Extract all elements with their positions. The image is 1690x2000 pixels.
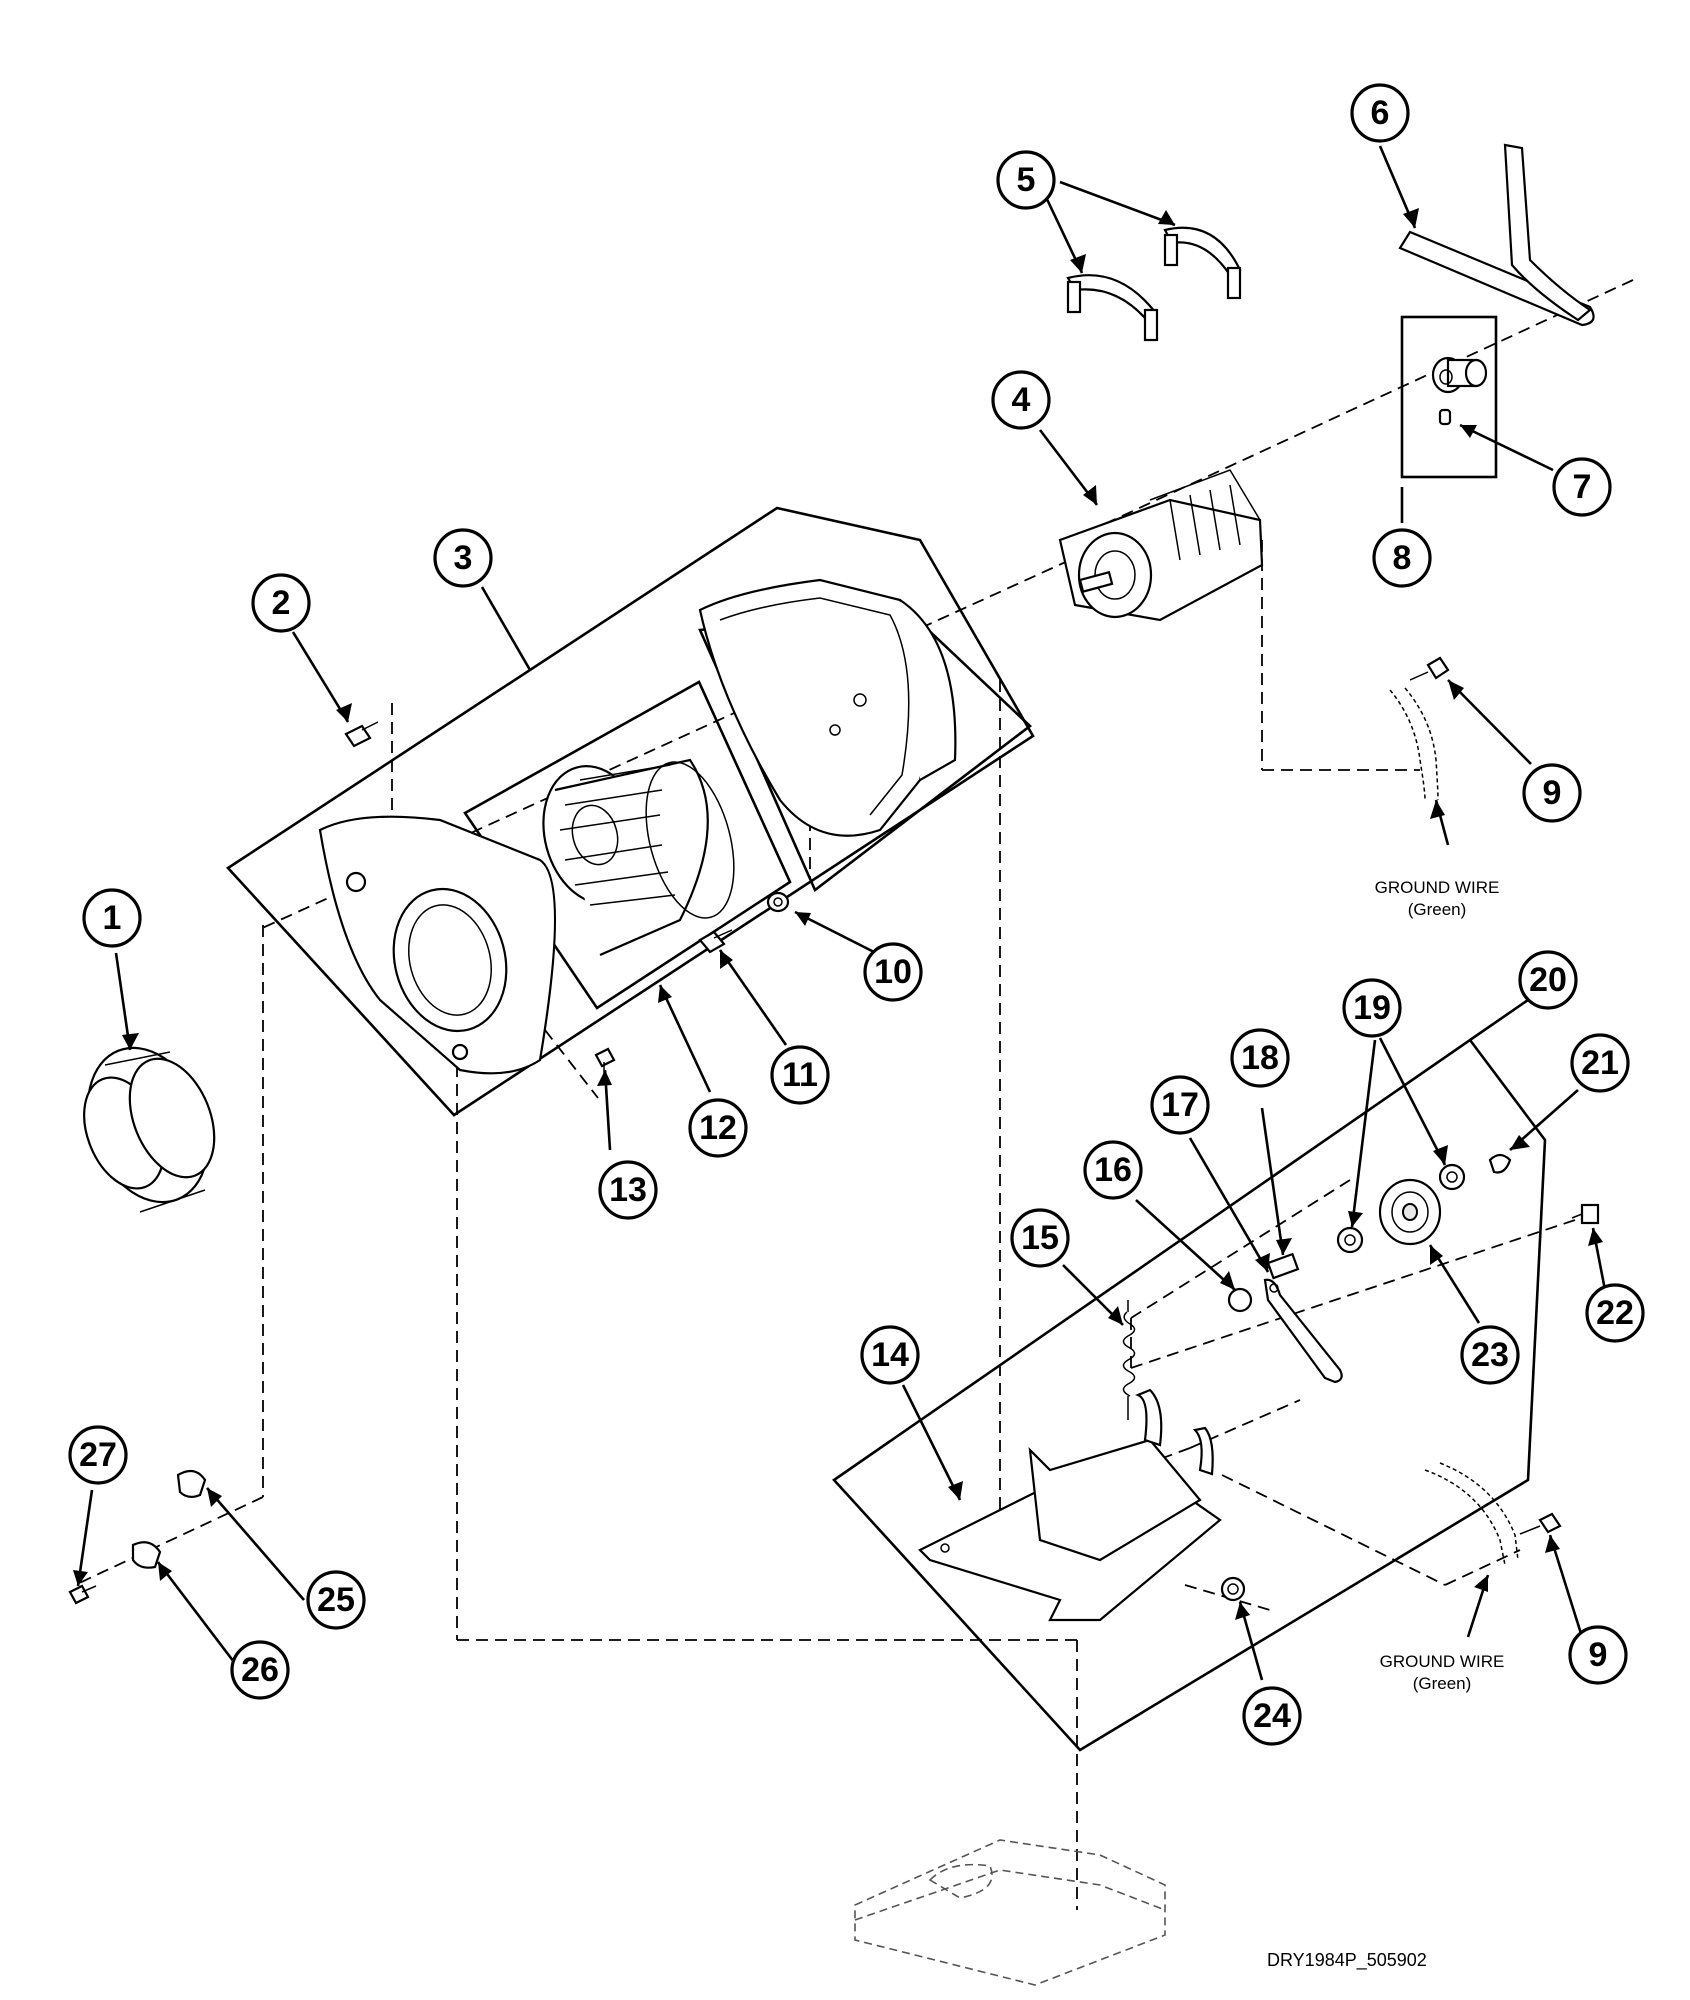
callout-label-17: 17 [1161,1086,1199,1124]
part-washer-19a [1336,1226,1364,1254]
callout-label-27: 27 [79,1436,117,1474]
callout-label-11: 11 [782,1056,818,1094]
callout-label-13: 13 [609,1171,647,1209]
part-motor-clamp-right [1163,226,1242,300]
callout-label-1: 1 [103,899,122,937]
callout-label-19: 19 [1353,989,1391,1027]
callout-13: 13 [598,1160,658,1220]
callout-17: 17 [1150,1075,1210,1135]
callout-23: 23 [1460,1325,1520,1385]
callout-3: 3 [433,528,493,588]
ground-wire-top-color: (Green) [1408,900,1467,919]
part-spacer-16 [1227,1287,1253,1313]
callout-label-4: 4 [1012,381,1031,419]
part-screw-13 [594,1047,616,1082]
callout-label-3: 3 [454,539,473,577]
callout-label-16: 16 [1094,1151,1132,1189]
callout-label-14: 14 [871,1336,909,1374]
callout-22: 22 [1585,1283,1645,1343]
ground-wire-bottom-label: GROUND WIRE [1380,1652,1505,1671]
part-rear-blower-housing [698,578,957,837]
callout-25: 25 [306,1570,366,1630]
part-drive-motor [1058,469,1264,622]
part-bolt-22 [1571,1203,1600,1225]
callout-19: 19 [1342,978,1402,1038]
callout-9-bottom: 9 [1568,1625,1628,1685]
part-motor-pulley [1431,356,1488,394]
callout-8: 8 [1372,528,1432,588]
part-blower-housing-plate [318,815,557,1075]
frame-idler-assembly-group [832,1038,1547,1752]
frame-pulley-group [1400,315,1498,479]
part-set-screw [1438,408,1452,426]
callout-27: 27 [68,1425,128,1485]
callout-label-8: 8 [1393,539,1412,577]
callout-label-22: 22 [1596,1294,1634,1332]
callout-24: 24 [1242,1686,1302,1746]
callout-label-15: 15 [1021,1219,1059,1257]
part-shaft-18 [1266,1252,1300,1280]
part-idler-spring [1122,1300,1136,1420]
callout-18: 18 [1230,1028,1290,1088]
callout-14: 14 [860,1325,920,1385]
part-screw-2 [344,721,379,748]
callout-26: 26 [230,1640,290,1700]
callout-label-23: 23 [1471,1336,1509,1374]
part-washer-19b [1438,1163,1466,1191]
part-clip-25 [176,1469,207,1499]
part-bearing-ring [83,1046,216,1213]
callout-label-24: 24 [1253,1697,1291,1735]
ghost-base-outline [854,1839,1166,1986]
callout-15: 15 [1010,1208,1070,1268]
callout-label-7: 7 [1573,468,1592,506]
part-washer-10 [766,891,790,913]
part-motor-clamp-left [1066,274,1159,342]
part-retainer-21 [1488,1153,1512,1174]
ground-wire-top-label: GROUND WIRE [1375,878,1500,897]
ground-wire-bottom [1424,1462,1562,1566]
callout-4: 4 [991,370,1051,430]
callout-7: 7 [1552,457,1612,517]
callout-5: 5 [996,150,1056,210]
part-bushing-24 [1220,1576,1246,1602]
callout-label-21: 21 [1581,1044,1619,1082]
callout-2: 2 [251,573,311,633]
callout-12: 12 [688,1098,748,1158]
part-drive-belt [1398,143,1595,327]
callout-label-20: 20 [1529,961,1567,999]
frame-blower-housing-group [226,506,1035,1117]
ground-wire-bottom-color: (Green) [1413,1674,1472,1693]
callout-label-12: 12 [699,1109,737,1147]
callout-1: 1 [82,888,142,948]
callout-label-2: 2 [272,584,291,622]
callout-label-5: 5 [1017,161,1036,199]
part-screw-11 [698,929,733,954]
callout-16: 16 [1083,1140,1143,1200]
document-id: DRY1984P_505902 [1267,1950,1427,1971]
part-idler-bracket-14 [918,1388,1222,1622]
callout-21: 21 [1570,1033,1630,1093]
part-idler-arm-17 [1263,1278,1343,1384]
part-blower-impeller [542,758,735,957]
callout-label-10: 10 [874,953,912,991]
callout-label-25: 25 [317,1581,355,1619]
leader-lines [73,145,1607,1681]
callout-label-9-bottom: 9 [1589,1636,1608,1674]
part-screw-27 [68,1584,97,1605]
callout-20: 20 [1518,950,1578,1010]
ground-wire-top [1389,656,1450,801]
part-idler-pulley-23 [1378,1178,1442,1246]
callout-11: 11 [770,1045,830,1105]
callout-label-26: 26 [241,1651,279,1689]
part-nut-26 [131,1541,162,1569]
callout-label-6: 6 [1371,94,1390,132]
callout-6: 6 [1350,83,1410,143]
callout-9-top: 9 [1522,763,1582,823]
callout-label-9-top: 9 [1543,774,1562,812]
callout-10: 10 [863,942,923,1002]
callout-label-18: 18 [1241,1039,1279,1077]
